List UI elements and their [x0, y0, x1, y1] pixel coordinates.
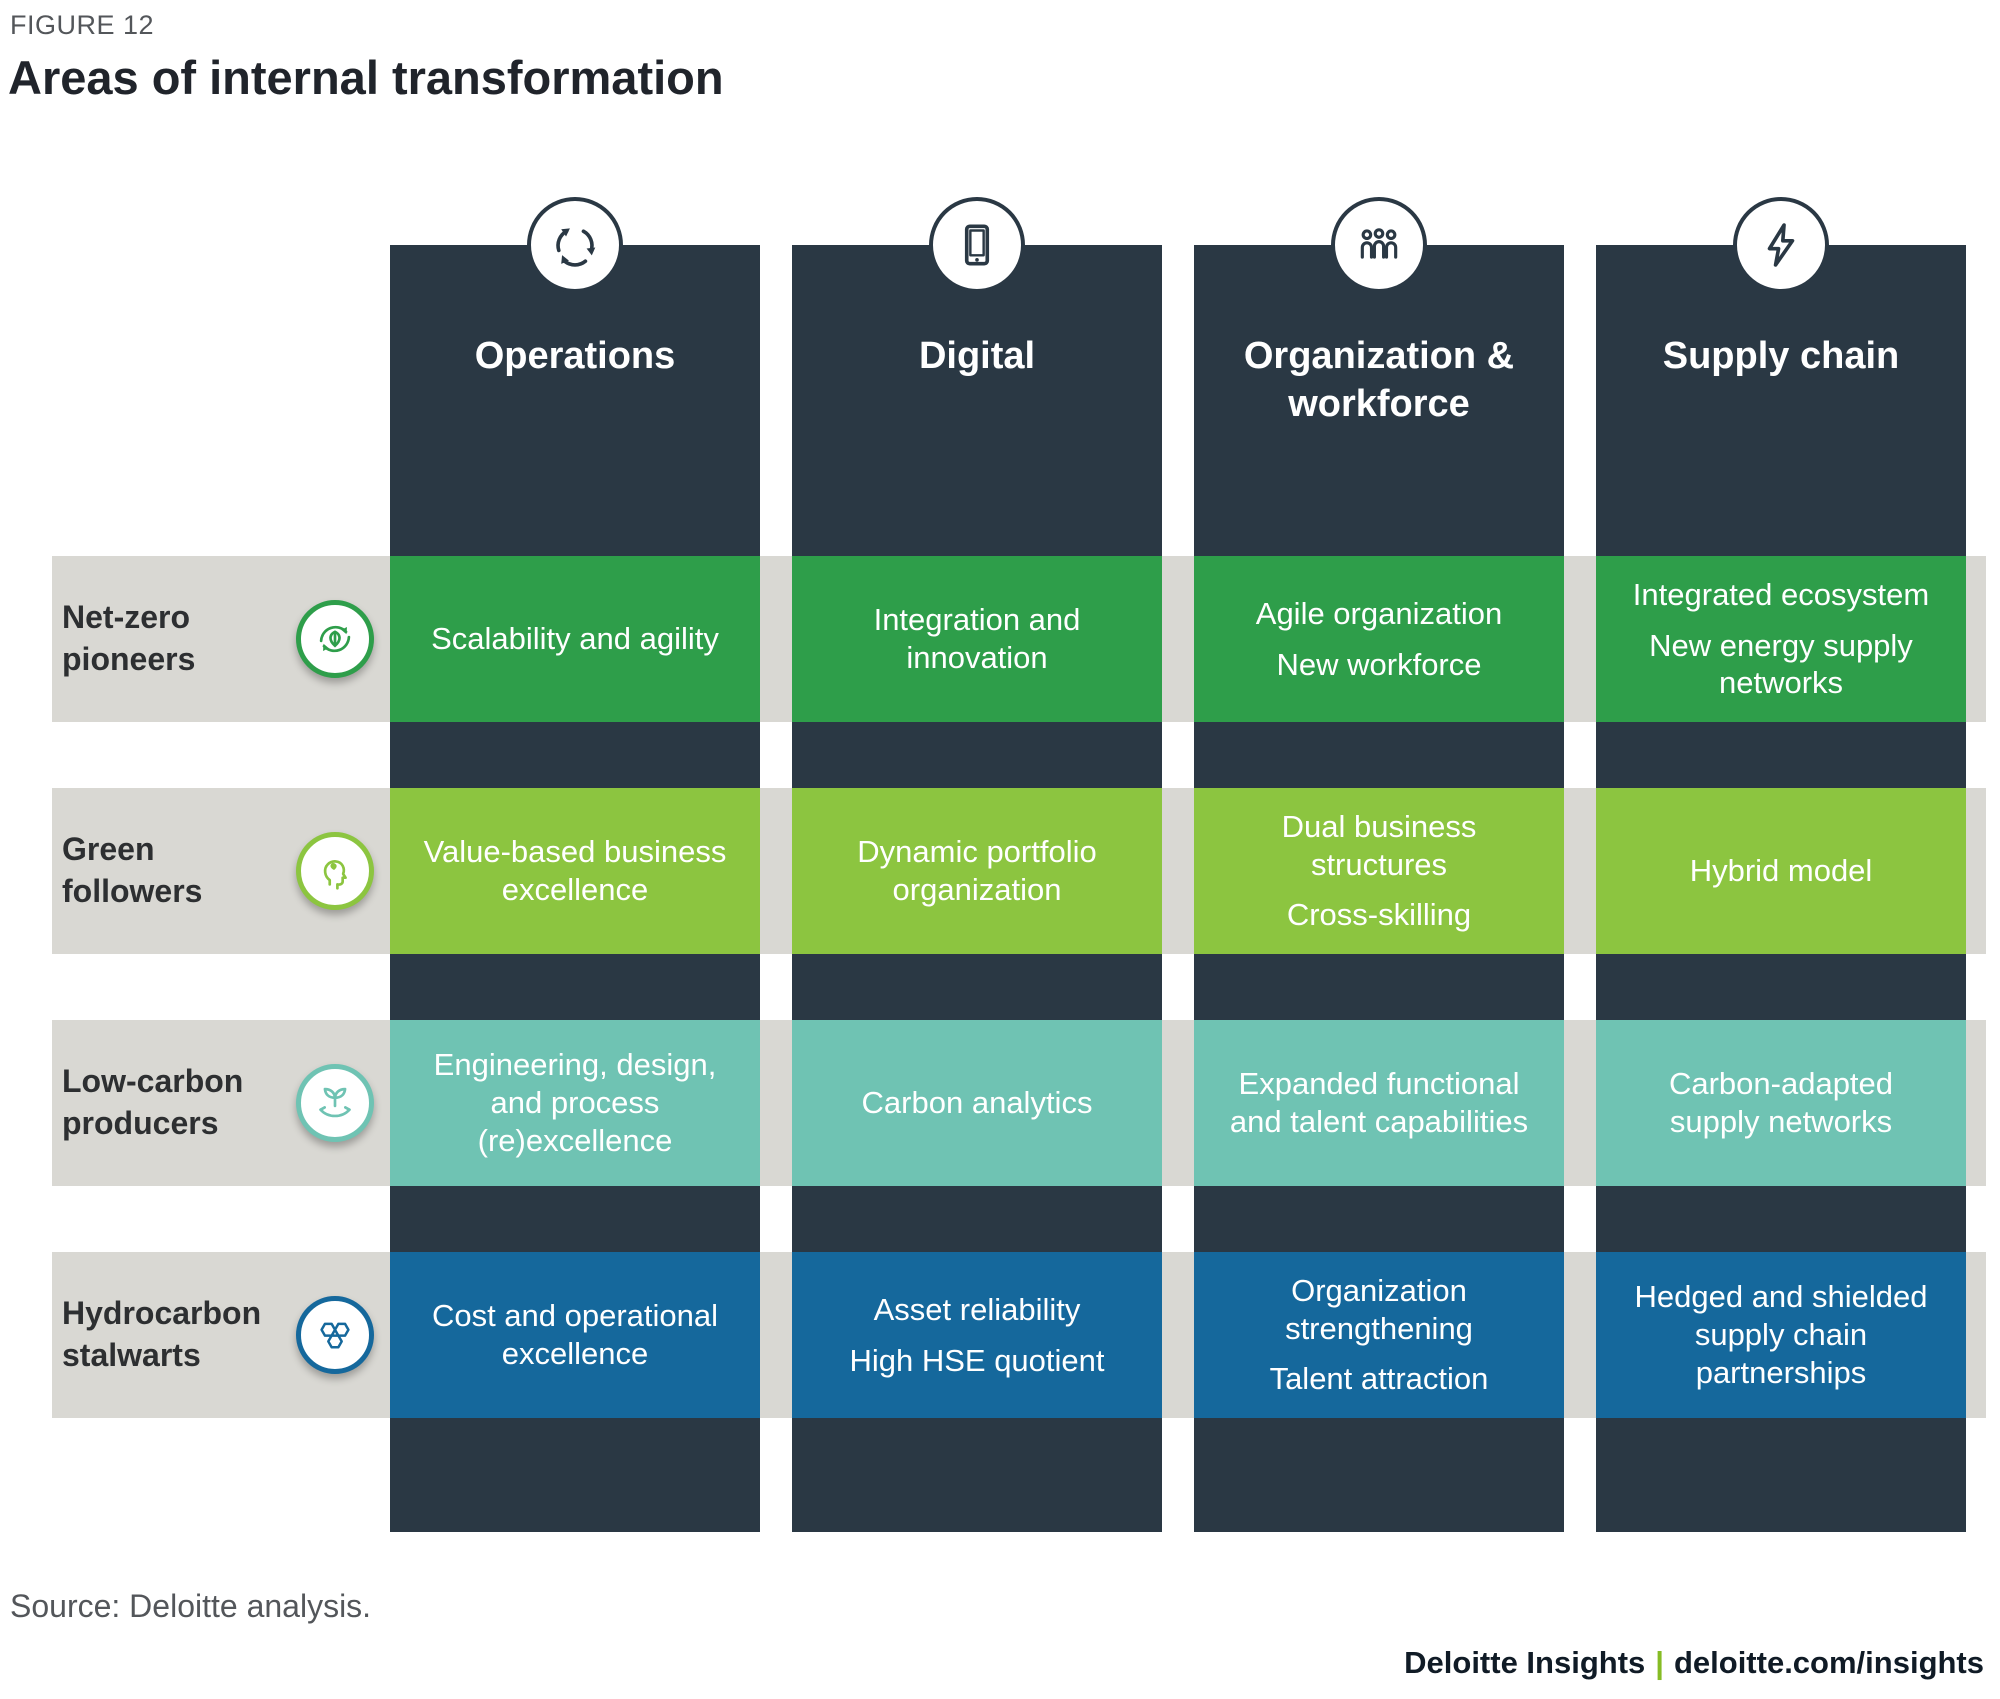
cell-text: Talent attraction: [1269, 1361, 1489, 1397]
lightning-icon: [1733, 197, 1829, 293]
cell-text: Organization strengthening: [1285, 1272, 1473, 1346]
cell-text: Engineering, design, and process (re)exc…: [433, 1047, 717, 1158]
cell-green-followers-operations: Value-based business excellence: [390, 788, 760, 954]
cell-text: Expanded functional and talent capabilit…: [1229, 1066, 1529, 1139]
cell-text: Asset reliability: [873, 1291, 1081, 1327]
cell-net-zero-pioneers-digital: Integration and innovation: [792, 556, 1162, 722]
cell-text: Integration and innovation: [873, 602, 1081, 675]
brand-separator: |: [1655, 1645, 1664, 1680]
column-header-label: Operations: [474, 335, 676, 377]
cell-text: New energy supply networks: [1649, 627, 1913, 701]
cell-hydrocarbon-stalwarts-digital: Asset reliability High HSE quotient: [792, 1252, 1162, 1418]
cell-text: Hybrid model: [1689, 853, 1873, 889]
cell-text: New workforce: [1276, 646, 1482, 682]
cell-text: Carbon-adapted supply networks: [1668, 1066, 1894, 1139]
cell-text: Dual business structures: [1281, 808, 1477, 882]
head-leaf-icon: [296, 832, 374, 910]
cell-text: Scalability and agility: [431, 621, 719, 657]
cell-low-carbon-producers-supply-chain: Carbon-adapted supply networks: [1596, 1020, 1966, 1186]
brand-url[interactable]: deloitte.com/insights: [1673, 1645, 1984, 1680]
row-label-low-carbon-producers: Low-carbon producers: [62, 1063, 244, 1141]
recycle-icon: [527, 197, 623, 293]
molecule-hexagons-icon: [296, 1296, 374, 1374]
cell-text: Cost and operational excellence: [431, 1298, 719, 1371]
cell-text: High HSE quotient: [849, 1342, 1105, 1378]
cell-text: Agile organization: [1255, 595, 1503, 631]
cell-text: Integrated ecosystem: [1632, 576, 1930, 612]
column-header-label: Digital: [918, 335, 1036, 377]
figure-label: FIGURE 12: [10, 10, 155, 40]
figure-title: Areas of internal transformation: [8, 51, 724, 104]
cell-low-carbon-producers-digital: Carbon analytics: [792, 1020, 1162, 1186]
source-note: Source: Deloitte analysis.: [10, 1588, 372, 1624]
cell-text: Value-based business excellence: [423, 834, 727, 907]
people-icon: [1331, 197, 1427, 293]
cell-net-zero-pioneers-supply-chain: Integrated ecosystem New energy supply n…: [1596, 556, 1966, 722]
brand-name: Deloitte Insights: [1404, 1645, 1646, 1680]
cell-text: Dynamic portfolio organization: [857, 834, 1097, 907]
column-header-label: Organization & workforce: [1243, 335, 1515, 425]
cell-net-zero-pioneers-organization: Agile organization New workforce: [1194, 556, 1564, 722]
tablet-icon: [929, 197, 1025, 293]
cell-green-followers-organization: Dual business structures Cross-skilling: [1194, 788, 1564, 954]
cell-text: Hedged and shielded supply chain partner…: [1634, 1279, 1928, 1390]
cell-green-followers-supply-chain: Hybrid model: [1596, 788, 1966, 954]
row-label-green-followers: Green followers: [62, 831, 203, 909]
row-label-net-zero-pioneers: Net-zero pioneers: [62, 599, 196, 677]
cell-text: Cross-skilling: [1286, 897, 1472, 933]
cell-low-carbon-producers-organization: Expanded functional and talent capabilit…: [1194, 1020, 1564, 1186]
sprout-hands-icon: [296, 1064, 374, 1142]
column-header-label: Supply chain: [1662, 335, 1900, 377]
eco-cycle-leaf-icon: [296, 600, 374, 678]
cell-net-zero-pioneers-operations: Scalability and agility: [390, 556, 760, 722]
cell-hydrocarbon-stalwarts-operations: Cost and operational excellence: [390, 1252, 760, 1418]
brand-footer: Deloitte Insights | deloitte.com/insights: [1404, 1645, 1984, 1681]
cell-hydrocarbon-stalwarts-organization: Organization strengthening Talent attrac…: [1194, 1252, 1564, 1418]
cell-hydrocarbon-stalwarts-supply-chain: Hedged and shielded supply chain partner…: [1596, 1252, 1966, 1418]
row-label-hydrocarbon-stalwarts: Hydrocarbon stalwarts: [62, 1295, 262, 1373]
cell-low-carbon-producers-operations: Engineering, design, and process (re)exc…: [390, 1020, 760, 1186]
cell-text: Carbon analytics: [861, 1085, 1093, 1121]
cell-green-followers-digital: Dynamic portfolio organization: [792, 788, 1162, 954]
